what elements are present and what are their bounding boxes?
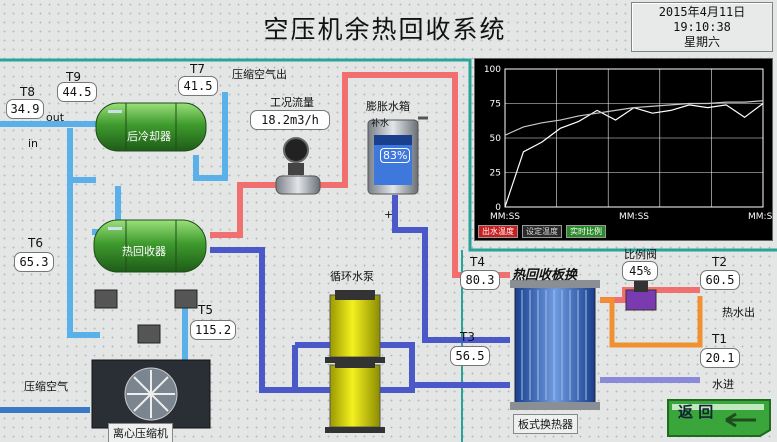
tank-level: 83% (380, 148, 411, 163)
tag-t9-value: 44.5 (57, 82, 97, 102)
flow-value: 18.2m3/h (250, 110, 330, 130)
ytick-label-2: 50 (490, 134, 502, 144)
legend-ratio[interactable]: 实时比例 (566, 225, 606, 238)
label-hot-water-out: 热水出 (722, 306, 755, 319)
series-line-1 (504, 100, 764, 136)
label-compressed-air: 压缩空气 (24, 380, 68, 393)
tag-t5-label: T5 (198, 303, 213, 317)
tag-t5-value: 115.2 (190, 320, 236, 340)
label-refill: 补水 (371, 119, 390, 129)
tag-t8-value: 34.9 (6, 99, 44, 119)
label-plus: + (384, 208, 394, 221)
tag-t4-value: 80.3 (460, 270, 500, 290)
legend-set-temp[interactable]: 设定温度 (522, 225, 562, 238)
tag-t8-label: T8 (20, 85, 35, 99)
xtick-label-0: MM:SS (490, 212, 520, 222)
valve-open-value: 45% (622, 261, 658, 281)
label-out: out (46, 111, 65, 124)
tag-t4-label: T4 (470, 255, 485, 269)
tag-t1-value: 20.1 (700, 348, 740, 368)
clock-date: 2015年4月11日 (658, 5, 746, 19)
series-line-0 (504, 103, 764, 208)
label-flow: 工况流量 (270, 96, 314, 109)
xtick-label-2: MM:SS (748, 212, 772, 222)
ytick-label-0: 0 (495, 203, 501, 213)
label-plate-hx: 板式换热器 (513, 414, 578, 434)
label-plate-hx-title: 热回收板换 (512, 268, 578, 283)
label-expansion-tank: 膨胀水箱 (366, 100, 410, 113)
ytick-label-3: 75 (490, 100, 501, 110)
label-prop-valve: 比例阀 (624, 248, 657, 261)
label-centrifugal: 离心压缩机 (108, 423, 173, 442)
ytick-label-1: 25 (490, 169, 501, 179)
tag-t3-value: 56.5 (450, 346, 490, 366)
label-water-in: 水进 (712, 378, 734, 391)
title-bar: 空压机余热回收系统 (0, 0, 777, 52)
label-heat-recovery: 热回收器 (122, 245, 166, 258)
legend-outlet-temp[interactable]: 出水温度 (478, 225, 518, 238)
tag-t6-label: T6 (28, 236, 43, 250)
page-title: 空压机余热回收系统 (263, 15, 507, 44)
label-compressed-air-out: 压缩空气出 (232, 68, 287, 81)
label-circ-pump: 循环水泵 (330, 270, 374, 283)
tag-t7-label: T7 (190, 62, 205, 76)
back-button-graphic (667, 399, 771, 437)
tag-t6-value: 65.3 (14, 252, 54, 272)
label-after-cooler: 后冷却器 (127, 130, 171, 143)
ytick-label-4: 100 (484, 65, 501, 75)
label-in: in (28, 137, 39, 150)
plot-frame (504, 68, 764, 208)
tag-t3-label: T3 (460, 330, 475, 344)
tag-t9-label: T9 (66, 70, 81, 84)
tag-t7-value: 41.5 (178, 76, 218, 96)
back-button-label: 返 回 (678, 403, 714, 421)
tag-t2-label: T2 (712, 255, 727, 269)
arrow-left-icon (725, 412, 756, 428)
clock-panel: 2015年4月11日 19:10:38 星期六 (631, 2, 773, 52)
clock-time: 19:10:38 (673, 20, 731, 34)
clock-weekday: 星期六 (683, 35, 720, 49)
back-button[interactable]: 返 回 (664, 396, 774, 438)
tag-t2-value: 60.5 (700, 270, 740, 290)
tag-t1-label: T1 (712, 332, 727, 346)
xtick-label-1: MM:SS (619, 212, 649, 222)
